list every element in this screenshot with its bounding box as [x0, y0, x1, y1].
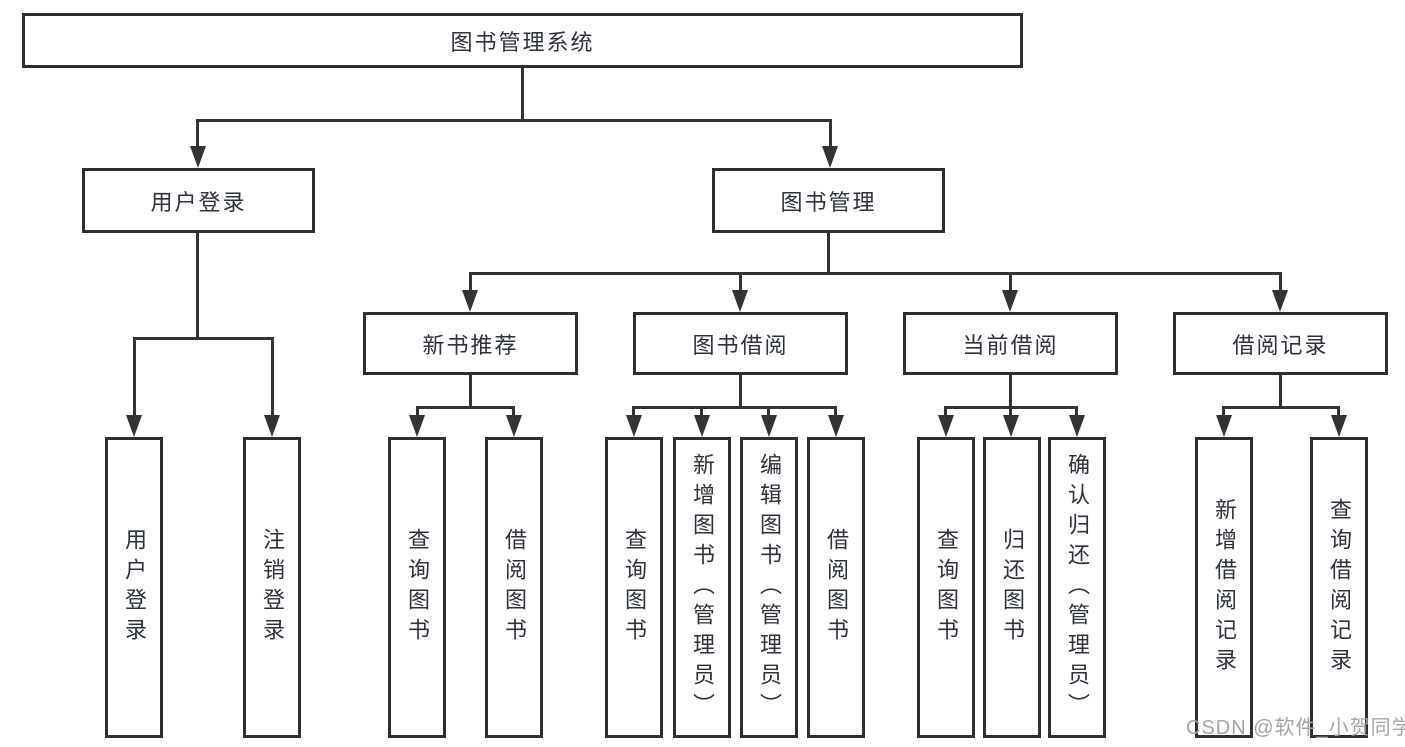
leaf-edit-book-admin: 编辑图书（管理员）: [740, 437, 798, 738]
connector-line: [521, 68, 524, 122]
arrowhead-down: [828, 415, 844, 437]
arrowhead-down: [1272, 290, 1288, 312]
arrowhead-down: [1331, 415, 1347, 437]
leaf-query-books-3: 查询图书: [917, 437, 975, 738]
leaf-borrow-books-2: 借阅图书: [807, 437, 865, 738]
node-book-borrow: 图书借阅: [633, 312, 848, 375]
connector-line: [1009, 375, 1012, 409]
connector-line: [739, 272, 742, 292]
connector-line: [834, 406, 837, 418]
leaf-query-books-1: 查询图书: [388, 437, 446, 738]
arrowhead-down: [626, 415, 642, 437]
arrowhead-down: [462, 290, 478, 312]
leaf-user-login: 用户登录: [105, 437, 163, 738]
node-label: 新增图书（管理员）: [690, 452, 715, 723]
node-library-system: 图书管理系统: [22, 13, 1023, 68]
leaf-logout: 注销登录: [243, 437, 301, 738]
connector-line: [416, 406, 419, 418]
node-label: 用户登录: [122, 527, 147, 648]
connector-line: [196, 119, 199, 150]
node-label: 查询图书: [934, 527, 959, 648]
node-label: 借阅图书: [824, 527, 849, 648]
watermark: CSDN @软件_小贺同学: [1186, 717, 1405, 739]
connector-line: [196, 233, 199, 340]
leaf-confirm-return-admin: 确认归还（管理员）: [1048, 437, 1106, 738]
node-label: 编辑图书（管理员）: [757, 452, 782, 723]
connector-line: [1009, 272, 1012, 292]
node-label: 查询图书: [622, 527, 647, 648]
node-label: 用户登录: [150, 189, 247, 215]
node-current-borrow: 当前借阅: [903, 312, 1118, 375]
connector-line: [469, 375, 472, 409]
connector-line: [1075, 406, 1078, 418]
arrowhead-down: [694, 415, 710, 437]
connector-line: [1279, 375, 1282, 409]
connector-line: [632, 406, 837, 409]
node-label: 归还图书: [1000, 527, 1025, 648]
connector-line: [1337, 406, 1340, 418]
arrowhead-down: [1002, 290, 1018, 312]
leaf-add-borrow-record: 新增借阅记录: [1195, 437, 1253, 738]
node-label: 借阅图书: [502, 527, 527, 648]
connector-line: [512, 406, 515, 418]
arrowhead-down: [1216, 415, 1232, 437]
connector-line: [827, 233, 830, 275]
connector-line: [1279, 272, 1282, 292]
connector-line: [767, 406, 770, 418]
node-label: 新书推荐: [422, 332, 519, 358]
arrowhead-down: [409, 415, 425, 437]
node-label: 查询图书: [405, 527, 430, 648]
arrowhead-down: [1003, 415, 1019, 437]
arrowhead-down: [732, 290, 748, 312]
node-label: 图书管理: [780, 189, 877, 215]
node-user-login: 用户登录: [82, 168, 315, 233]
connector-line: [1222, 406, 1225, 418]
leaf-query-books-2: 查询图书: [605, 437, 663, 738]
node-label: 确认归还（管理员）: [1065, 452, 1090, 723]
node-new-book-recommend: 新书推荐: [363, 312, 578, 375]
arrowhead-down: [938, 415, 954, 437]
arrowhead-down: [264, 415, 280, 437]
node-label: 当前借阅: [962, 332, 1059, 358]
connector-line: [1222, 406, 1340, 409]
node-label: 图书借阅: [692, 332, 789, 358]
leaf-borrow-books-1: 借阅图书: [485, 437, 543, 738]
node-label: 图书管理系统: [450, 29, 595, 55]
connector-line: [469, 272, 1282, 275]
node-book-management: 图书管理: [712, 168, 945, 233]
connector-line: [739, 375, 742, 409]
node-borrow-records: 借阅记录: [1173, 312, 1388, 375]
connector-line: [196, 119, 832, 122]
connector-line: [632, 406, 635, 418]
connector-line: [133, 337, 136, 417]
connector-line: [133, 337, 274, 340]
arrowhead-down: [506, 415, 522, 437]
connector-line: [944, 406, 947, 418]
node-label: 查询借阅记录: [1327, 497, 1352, 678]
arrowhead-down: [190, 146, 206, 168]
connector-line: [416, 406, 515, 409]
connector-line: [700, 406, 703, 418]
arrowhead-down: [126, 415, 142, 437]
arrowhead-down: [1069, 415, 1085, 437]
node-label: 注销登录: [260, 527, 285, 648]
connector-line: [271, 337, 274, 417]
connector-line: [829, 119, 832, 150]
node-label: 新增借阅记录: [1212, 497, 1237, 678]
connector-line: [469, 272, 472, 292]
arrowhead-down: [761, 415, 777, 437]
leaf-query-borrow-record: 查询借阅记录: [1310, 437, 1368, 738]
leaf-return-book: 归还图书: [983, 437, 1041, 738]
node-label: 借阅记录: [1232, 332, 1329, 358]
connector-line: [1009, 406, 1012, 418]
leaf-add-book-admin: 新增图书（管理员）: [673, 437, 731, 738]
arrowhead-down: [822, 146, 838, 168]
